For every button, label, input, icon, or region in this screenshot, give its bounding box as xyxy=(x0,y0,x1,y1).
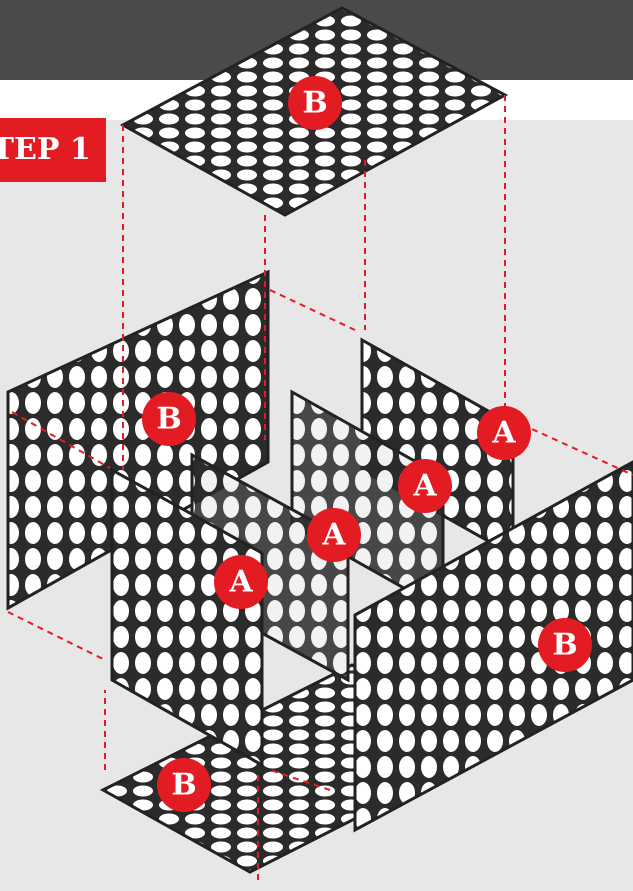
label-divider-4: A xyxy=(477,406,531,460)
label-divider-2: A xyxy=(307,508,361,562)
svg-text:A: A xyxy=(228,565,253,600)
label-left-wall: B xyxy=(142,392,196,446)
svg-text:B: B xyxy=(552,628,577,663)
svg-text:B: B xyxy=(171,768,196,803)
svg-text:A: A xyxy=(412,469,437,504)
svg-text:A: A xyxy=(321,518,346,553)
label-right-wall: B xyxy=(538,618,592,672)
svg-text:A: A xyxy=(491,416,516,451)
label-divider-3: A xyxy=(398,459,452,513)
svg-text:B: B xyxy=(302,86,327,121)
label-divider-1: A xyxy=(214,555,268,609)
label-bottom-panel: B xyxy=(157,758,211,812)
svg-text:B: B xyxy=(156,402,181,437)
label-top-panel: B xyxy=(288,76,342,130)
